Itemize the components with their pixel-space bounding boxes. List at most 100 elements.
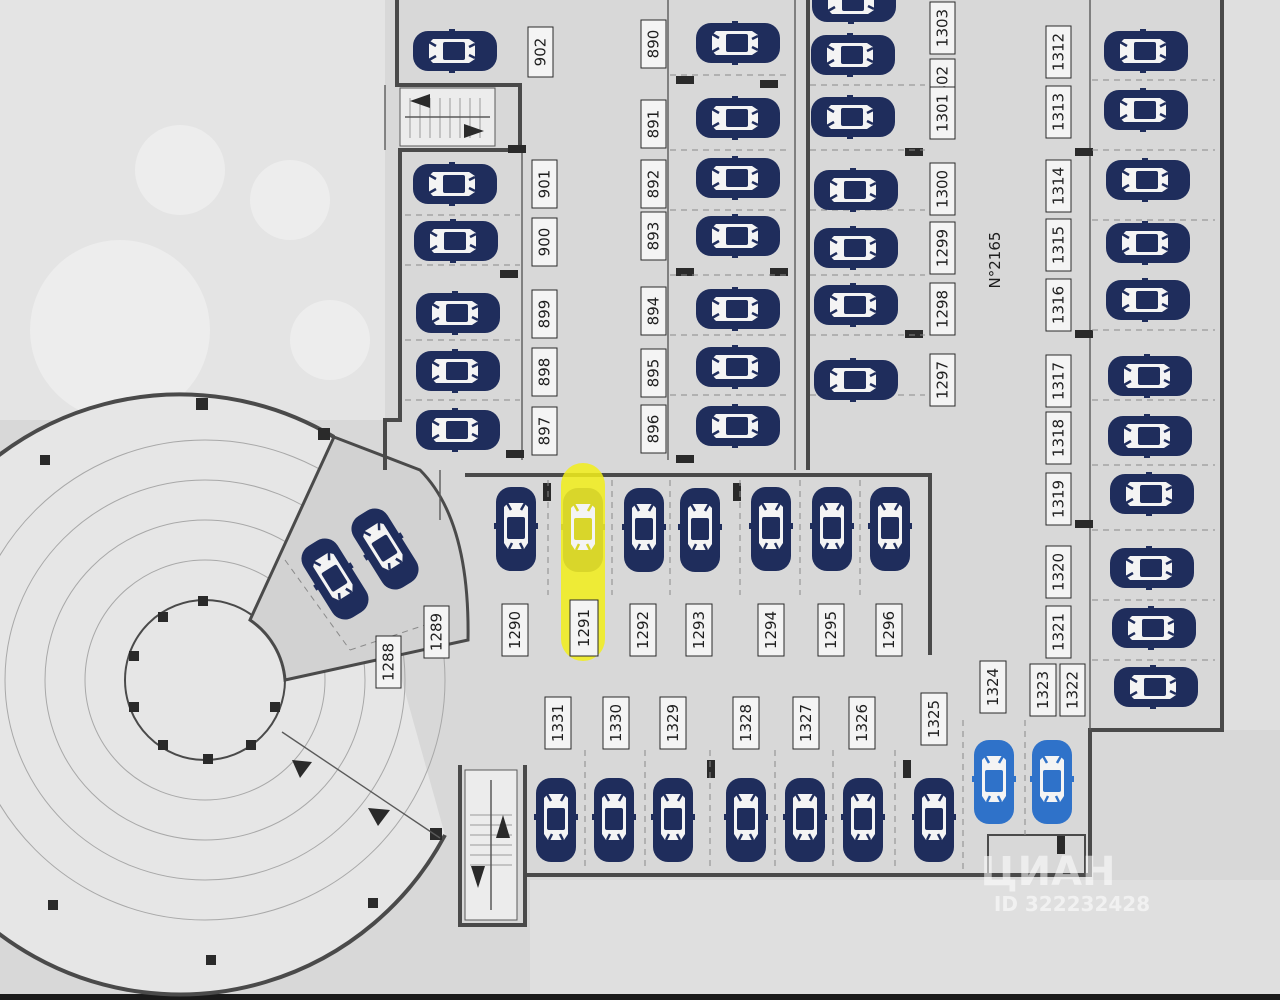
watermark-id: ID 322232428 bbox=[994, 892, 1150, 916]
parking-space-1298[interactable]: 1298 bbox=[812, 282, 956, 336]
space-number-text: 1316 bbox=[1050, 286, 1068, 324]
car-icon bbox=[783, 776, 827, 864]
parking-space-1289[interactable]: 1289 bbox=[343, 500, 450, 659]
parking-space-1321[interactable]: 1321 bbox=[1045, 605, 1198, 659]
space-number-box bbox=[640, 99, 667, 149]
watermark-brand: ЦИАН bbox=[980, 849, 1115, 895]
building-walls bbox=[383, 0, 1224, 927]
space-number-label: 1317 bbox=[1045, 354, 1072, 408]
space-number-label: 900 bbox=[531, 217, 558, 267]
space-number-label: 1321 bbox=[1045, 605, 1072, 659]
space-number-text: 1301 bbox=[934, 94, 952, 132]
parking-space-1292[interactable]: 1292 bbox=[621, 486, 667, 657]
parking-space-899[interactable]: 899 bbox=[414, 289, 558, 339]
space-number-label: 1296 bbox=[875, 603, 903, 657]
parking-space-1323[interactable]: 1323 bbox=[1029, 663, 1075, 826]
space-number-box bbox=[602, 696, 630, 750]
car-icon bbox=[411, 162, 499, 206]
space-number-text: 901 bbox=[536, 170, 554, 199]
parking-space-1300[interactable]: 1300 bbox=[812, 162, 956, 216]
parking-space-1314[interactable]: 1314 bbox=[1045, 157, 1192, 213]
parking-space-892[interactable]: 892 bbox=[640, 155, 782, 209]
parking-space-1326[interactable]: 1326 bbox=[840, 696, 886, 864]
parking-space-1318[interactable]: 1318 bbox=[1045, 411, 1194, 465]
parking-space-1315[interactable]: 1315 bbox=[1045, 218, 1192, 272]
parking-space-1313[interactable]: 1313 bbox=[1045, 85, 1190, 139]
parking-space-1325[interactable]: 1325 bbox=[911, 692, 957, 864]
parking-space-1320[interactable]: 1320 bbox=[1045, 545, 1196, 599]
car-icon bbox=[810, 485, 854, 573]
space-number-label: 1322 bbox=[1059, 663, 1086, 717]
parking-space-890[interactable]: 890 bbox=[640, 19, 782, 69]
parking-space-1288[interactable]: 1288 bbox=[293, 530, 402, 689]
parking-space-1301[interactable]: 1301 bbox=[809, 86, 956, 140]
parking-space-893[interactable]: 893 bbox=[640, 211, 782, 261]
space-number-box bbox=[757, 603, 785, 657]
parking-space-1322[interactable]: 1322 bbox=[1059, 663, 1200, 717]
car-icon bbox=[1110, 606, 1198, 650]
parking-space-895[interactable]: 895 bbox=[640, 344, 782, 398]
space-number-label: 1320 bbox=[1045, 545, 1072, 599]
parking-space-900[interactable]: 900 bbox=[412, 217, 558, 267]
space-number-label: 893 bbox=[640, 211, 667, 261]
parking-space-1299[interactable]: 1299 bbox=[812, 221, 956, 275]
parking-space-1291[interactable]: 1291 bbox=[560, 486, 606, 657]
space-number-box bbox=[1045, 278, 1072, 332]
parking-space-891[interactable]: 891 bbox=[640, 95, 782, 149]
parking-space-1303[interactable]: 1303 bbox=[810, 0, 956, 55]
car-icon bbox=[1108, 472, 1196, 516]
parking-space-896[interactable]: 896 bbox=[640, 403, 782, 454]
space-number-label: 1326 bbox=[848, 696, 876, 750]
parking-space-1319[interactable]: 1319 bbox=[1045, 471, 1196, 526]
car-icon bbox=[812, 226, 900, 270]
space-number-box bbox=[1045, 85, 1072, 139]
parking-space-1317[interactable]: 1317 bbox=[1045, 353, 1194, 408]
space-number-text: 1300 bbox=[934, 170, 952, 208]
parking-space-1316[interactable]: 1316 bbox=[1045, 277, 1192, 332]
space-number-text: 1293 bbox=[690, 611, 708, 649]
parking-space-1290[interactable]: 1290 bbox=[493, 485, 539, 657]
parking-space-1324[interactable]: 1324 bbox=[971, 660, 1017, 826]
parking-space-1293[interactable]: 1293 bbox=[677, 486, 723, 657]
car-icon bbox=[694, 96, 782, 140]
space-number-text: 890 bbox=[645, 30, 663, 59]
car-icon bbox=[749, 485, 793, 573]
space-number-label: 1313 bbox=[1045, 85, 1072, 139]
space-number-box bbox=[640, 159, 667, 209]
parking-space-1296[interactable]: 1296 bbox=[867, 485, 913, 657]
space-number-label: 1314 bbox=[1045, 159, 1072, 213]
parking-space-901[interactable]: 901 bbox=[411, 159, 558, 209]
space-number-label: 894 bbox=[640, 286, 667, 336]
space-number-label: 1312 bbox=[1045, 25, 1072, 79]
space-number-box bbox=[531, 159, 558, 209]
parking-space-1294[interactable]: 1294 bbox=[748, 485, 794, 657]
ramp-parking-segment bbox=[248, 435, 470, 682]
parking-space-1312[interactable]: 1312 bbox=[1045, 25, 1190, 79]
parking-space-1295[interactable]: 1295 bbox=[809, 485, 855, 657]
parking-space-1328[interactable]: 1328 bbox=[723, 696, 769, 864]
parking-space-1297[interactable]: 1297 bbox=[812, 353, 956, 407]
parking-space-1331[interactable]: 1331 bbox=[533, 696, 579, 864]
parking-space-1330[interactable]: 1330 bbox=[591, 696, 637, 864]
parking-space-894[interactable]: 894 bbox=[640, 286, 782, 336]
space-number-box bbox=[1045, 354, 1072, 408]
parking-space-898[interactable]: 898 bbox=[414, 347, 558, 397]
space-number-box bbox=[640, 404, 667, 454]
car-icon bbox=[411, 29, 499, 73]
space-number-label: 1297 bbox=[929, 353, 956, 407]
space-number-text: 891 bbox=[645, 110, 663, 139]
car-icon bbox=[1102, 88, 1190, 132]
parking-space-897[interactable]: 897 bbox=[414, 406, 558, 456]
car-icon bbox=[494, 485, 538, 573]
space-number-text: 892 bbox=[645, 170, 663, 199]
parking-space-1329[interactable]: 1329 bbox=[650, 696, 696, 864]
space-number-text: 1315 bbox=[1050, 226, 1068, 264]
parking-space-902[interactable]: 902 bbox=[411, 26, 554, 78]
space-number-text: 899 bbox=[536, 300, 554, 329]
space-number-label: 1288 bbox=[375, 635, 402, 689]
car-icon bbox=[412, 219, 500, 263]
space-number-text: 1289 bbox=[428, 613, 446, 651]
parking-space-1327[interactable]: 1327 bbox=[782, 696, 828, 864]
space-number-box bbox=[1045, 218, 1072, 272]
space-number-text: 1329 bbox=[664, 704, 682, 742]
